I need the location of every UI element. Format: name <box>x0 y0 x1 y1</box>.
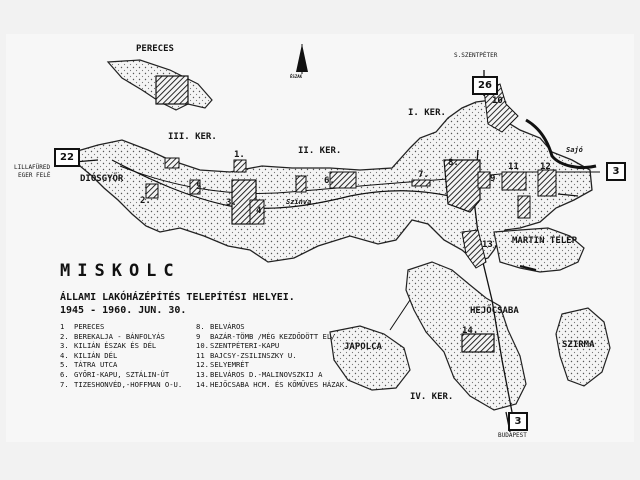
district-label-iv-ker: IV. KER. <box>410 392 454 402</box>
site-4 <box>249 199 265 225</box>
site-number-8: 8. <box>448 158 459 168</box>
road-sign-3-east: 3 <box>606 162 626 181</box>
site-number-9: 9 <box>490 174 496 184</box>
legend-item: 3.KILIÁN ÉSZAK ÉS DÉL <box>60 341 157 351</box>
legend-item: 7.TIZESHONVÉD,-HOFFMAN O-U. <box>60 379 183 389</box>
site-14 <box>461 333 495 353</box>
legend-item: 6.GYŐRI-KAPU, SZTÁLIN-ÚT <box>60 369 170 379</box>
north-arrow-icon <box>296 44 308 74</box>
site-number-11: 11 <box>508 162 519 172</box>
district-label-szirma: SZIRMA <box>562 340 595 350</box>
legend-item: 13.BELVÁROS D.-MALINOVSZKIJ A <box>196 369 323 379</box>
legend-item: 2.BEREKALJA - BÁNFOLYÁS <box>60 331 165 341</box>
legend-item: 10.SZENTPÉTERI-KAPU <box>196 341 280 351</box>
road-sign-26: 26 <box>472 76 498 95</box>
site-8 <box>443 159 481 213</box>
site-5 <box>189 179 201 195</box>
road-east-arrow-icon <box>557 193 579 197</box>
site-1-pereces <box>155 75 189 105</box>
site-number-6: 6. <box>324 176 335 186</box>
szinva-river <box>111 159 451 209</box>
site-number-3: 3. <box>226 198 237 208</box>
legend-item: 5.TÁTRA UTCA <box>60 360 118 370</box>
site-10 <box>483 83 519 133</box>
site-12 <box>537 169 557 197</box>
river-label-sajo: Sajó <box>566 146 583 154</box>
site-number-10: 10. <box>492 96 509 106</box>
legend-item: 14.HEJŐCSABA HCM. ÉS KŐMŰVES HÁZAK. <box>196 379 349 389</box>
site-7 <box>411 179 431 187</box>
site-number-7: 7. <box>418 170 429 180</box>
site-11b <box>517 195 531 219</box>
site-13 <box>461 229 487 269</box>
map-subtitle-line1: ÁLLAMI LAKÓHÁZÉPÍTÉS TELEPÍTÉSI HELYEI. <box>60 292 295 303</box>
road-label-lillafured: LILLAFÜRED <box>14 164 51 171</box>
district-label-iii-ker: III. KER. <box>168 132 217 142</box>
map-title: MISKOLC <box>60 261 181 281</box>
district-label-diosgyor: DIÓSGYŐR <box>80 174 124 184</box>
site-2 <box>145 183 159 199</box>
road-arrow-south-icon <box>519 265 537 271</box>
road-label-eger: EGER FELÉ <box>18 172 51 179</box>
district-label-pereces: PERECES <box>136 44 174 54</box>
district-label-hejocsaba: HEJŐCSABA <box>470 306 519 316</box>
road-sign-22: 22 <box>54 148 80 167</box>
legend-item: 4.KILIÁN DÉL <box>60 350 118 360</box>
district-label-i-ker: I. KER. <box>408 108 446 118</box>
site-1-small <box>233 159 247 173</box>
site-iii-a <box>164 157 180 169</box>
main-road <box>119 165 600 194</box>
site-11 <box>501 171 527 191</box>
road-japolca <box>389 299 411 331</box>
legend-item: 8.BELVÁROS <box>196 322 245 331</box>
map-subtitle: ÁLLAMI LAKÓHÁZÉPÍTÉS TELEPÍTÉSI HELYEI. … <box>60 291 295 317</box>
site-number-2: 2. <box>140 196 151 206</box>
north-arrow-label: ÉSZAK <box>290 74 303 79</box>
legend-item: 12.SELYEMRÉT <box>196 360 249 370</box>
site-number-4: 4. <box>256 206 267 216</box>
site-number-13: 13. <box>482 240 499 250</box>
road-label-budapest: BUDAPEST <box>498 432 527 439</box>
road-sign-3-south: 3 <box>508 412 528 431</box>
road-label-szentpeter: S.SZENTPÉTER <box>454 52 498 59</box>
site-number-14: 14. <box>462 326 479 336</box>
martin-telep-area <box>493 227 585 273</box>
map-subtitle-line2: 1945 - 1960. JUN. 30. <box>60 305 187 316</box>
site-6 <box>329 171 357 189</box>
site-number-12: 12 <box>540 162 551 172</box>
site-number-5: 5. <box>196 182 207 192</box>
site-9 <box>477 171 491 189</box>
district-label-ii-ker: II. KER. <box>298 146 342 156</box>
szirma-area <box>555 307 611 387</box>
site-5b <box>295 175 307 193</box>
district-label-japolca: JAPOLCA <box>344 342 382 352</box>
district-label-martin-telep: MARTIN TELEP <box>512 236 578 246</box>
japolca-area <box>329 325 411 391</box>
site-number-1: 1. <box>234 150 245 160</box>
river-label-szinva: Szinva <box>286 198 312 206</box>
sajo-river <box>525 118 597 170</box>
